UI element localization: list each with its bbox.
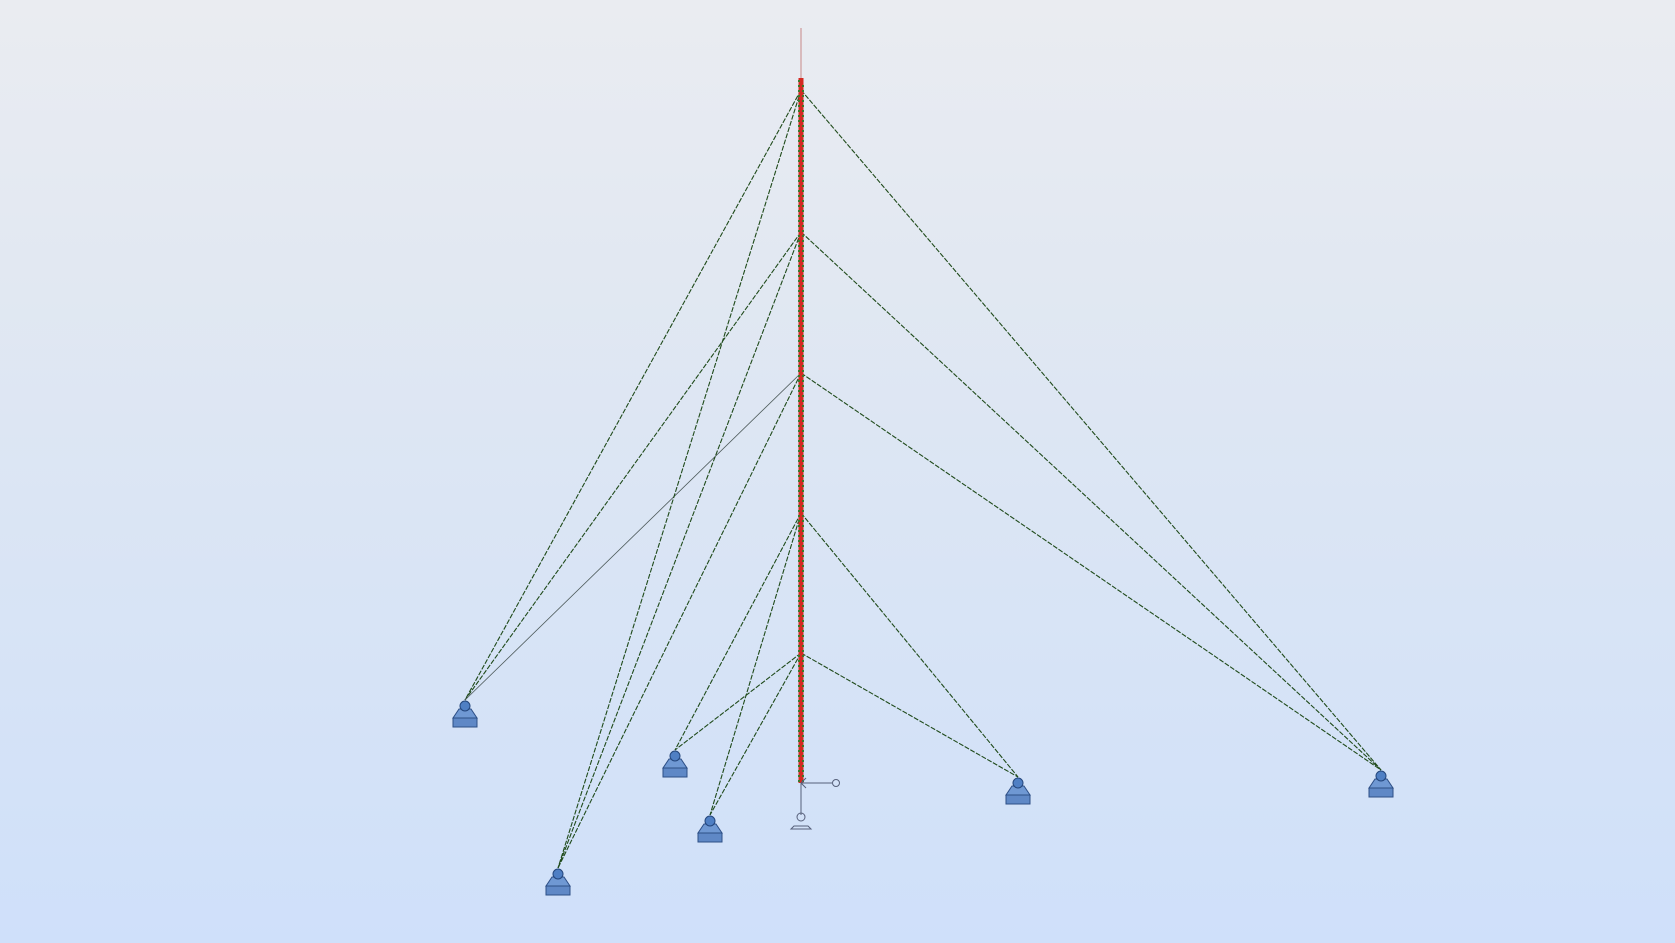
guy-cable[interactable] — [464, 89, 802, 701]
guy-cables — [464, 89, 1382, 869]
guy-cable[interactable] — [800, 372, 1382, 771]
guy-cable[interactable] — [464, 231, 802, 701]
anchor-block-icon[interactable] — [545, 868, 571, 896]
guy-cable[interactable] — [800, 652, 1019, 778]
anchor-block-icon[interactable] — [1368, 770, 1394, 798]
guy-cable[interactable] — [557, 89, 802, 869]
anchor-block-icon[interactable] — [697, 815, 723, 843]
guy-cable[interactable] — [800, 89, 1382, 771]
anchor-block-icon[interactable] — [662, 750, 688, 778]
guy-cable[interactable] — [557, 231, 802, 869]
anchor-block-icon[interactable] — [1005, 777, 1031, 805]
guy-cable[interactable] — [709, 512, 802, 816]
pinned-support-icon — [789, 777, 840, 830]
guy-cable[interactable] — [800, 231, 1382, 771]
anchor-block-icon[interactable] — [452, 700, 478, 728]
guy-cable[interactable] — [709, 652, 802, 816]
guy-cable[interactable] — [800, 512, 1019, 778]
guy-cable[interactable] — [557, 372, 802, 869]
anchor-blocks — [452, 700, 1394, 896]
guy-cable[interactable] — [674, 652, 802, 751]
guy-cable[interactable] — [674, 512, 802, 751]
guy-cable[interactable] — [464, 372, 802, 701]
mast[interactable] — [798, 28, 804, 783]
